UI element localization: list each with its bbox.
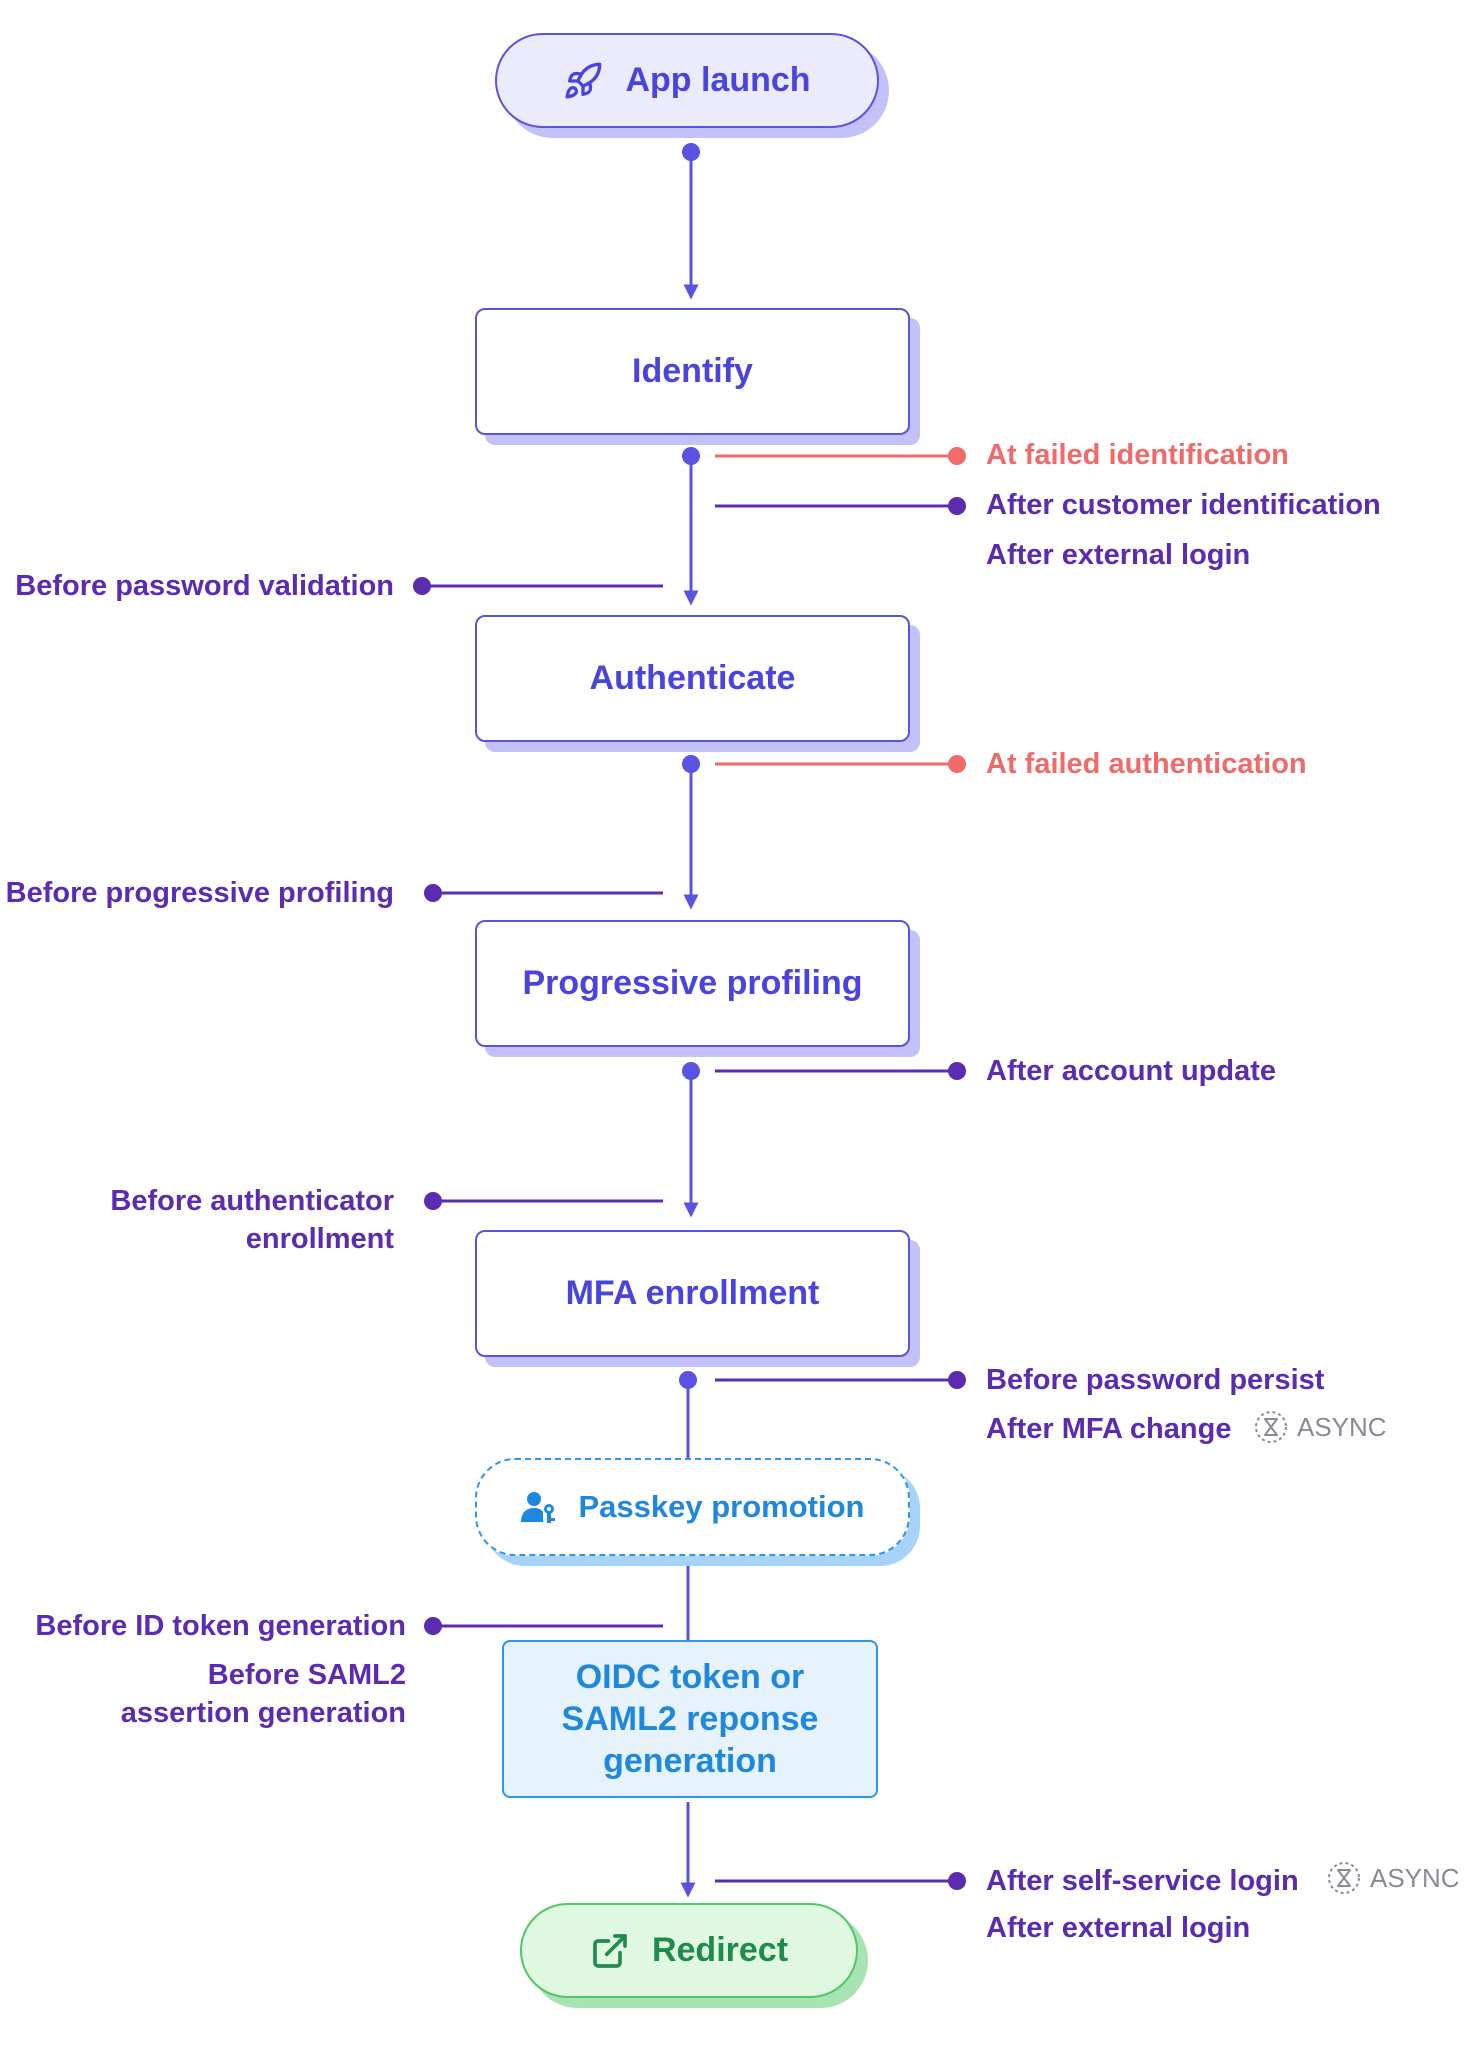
- hook-dot: [948, 755, 966, 773]
- token-generation-node: OIDC token or SAML2 reponse generation: [502, 1640, 878, 1798]
- redirect-label: Redirect: [651, 1931, 789, 1969]
- token-generation-line-1: OIDC token or: [575, 1658, 805, 1696]
- hook-before-saml2-line-1: Before SAML2: [207, 1659, 406, 1691]
- hook-after-account-update: After account update: [986, 1055, 1277, 1087]
- hook-dot: [948, 1371, 966, 1389]
- identify-node: Identify: [475, 308, 910, 435]
- authenticate-node: Authenticate: [475, 615, 910, 742]
- hourglass-icon: [1253, 1409, 1289, 1445]
- flow-dot: [682, 755, 700, 773]
- hook-at-failed-identification: At failed identification: [986, 439, 1289, 471]
- hook-after-customer-identification: After customer identification: [986, 489, 1381, 521]
- hook-before-authenticator-enrollment: Before authenticator enrollment: [110, 1182, 394, 1258]
- mfa-enrollment-node: MFA enrollment: [475, 1230, 910, 1357]
- hook-at-failed-authentication: At failed authentication: [986, 748, 1307, 780]
- hook-dot: [413, 577, 431, 595]
- hourglass-icon: [1326, 1860, 1362, 1896]
- hook-dot: [948, 1062, 966, 1080]
- hook-after-mfa-change: After MFA change: [986, 1413, 1232, 1445]
- hook-after-external-login-2: After external login: [986, 1912, 1251, 1944]
- flow-dot: [682, 1062, 700, 1080]
- identify-label: Identify: [632, 352, 753, 390]
- hook-before-saml2-assertion-generation: Before SAML2 assertion generation: [121, 1656, 406, 1732]
- async-badge: ASYNC: [1253, 1409, 1387, 1445]
- hook-before-authenticator-enrollment-line-2: enrollment: [245, 1223, 394, 1255]
- hook-dot: [948, 1872, 966, 1890]
- user-key-icon: [520, 1490, 557, 1524]
- passkey-promotion-node: Passkey promotion: [475, 1458, 910, 1556]
- hook-dot: [424, 884, 442, 902]
- authenticate-label: Authenticate: [589, 659, 796, 697]
- hook-after-self-service-login: After self-service login: [986, 1865, 1299, 1897]
- mfa-enrollment-label: MFA enrollment: [565, 1274, 820, 1312]
- hook-before-progressive-profiling: Before progressive profiling: [5, 877, 394, 909]
- hook-before-password-validation: Before password validation: [15, 570, 394, 602]
- app-launch-label: App launch: [625, 61, 811, 99]
- external-link-icon: [590, 1931, 630, 1971]
- flow-dot: [679, 1371, 697, 1389]
- hook-before-id-token-generation: Before ID token generation: [35, 1610, 406, 1642]
- hook-after-external-login-1: After external login: [986, 539, 1251, 571]
- async-badge: ASYNC: [1326, 1860, 1460, 1896]
- app-launch-node: App launch: [495, 33, 879, 128]
- progressive-profiling-label: Progressive profiling: [522, 964, 863, 1002]
- hook-before-password-persist: Before password persist: [986, 1364, 1325, 1396]
- hook-dot: [948, 497, 966, 515]
- progressive-profiling-node: Progressive profiling: [475, 920, 910, 1047]
- rocket-icon: [563, 61, 603, 101]
- async-label: ASYNC: [1370, 1862, 1460, 1893]
- hook-before-authenticator-enrollment-line-1: Before authenticator: [110, 1185, 394, 1217]
- flow-dot: [682, 143, 700, 161]
- async-label: ASYNC: [1297, 1411, 1387, 1442]
- passkey-promotion-label: Passkey promotion: [578, 1489, 865, 1524]
- hook-dot: [424, 1192, 442, 1210]
- token-generation-line-3: generation: [603, 1742, 777, 1780]
- flow-dot: [682, 447, 700, 465]
- hook-dot: [948, 447, 966, 465]
- redirect-node: Redirect: [520, 1903, 858, 1998]
- token-generation-line-2: SAML2 reponse: [561, 1700, 819, 1738]
- hook-before-saml2-line-2: assertion generation: [120, 1697, 406, 1729]
- hook-dot: [424, 1617, 442, 1635]
